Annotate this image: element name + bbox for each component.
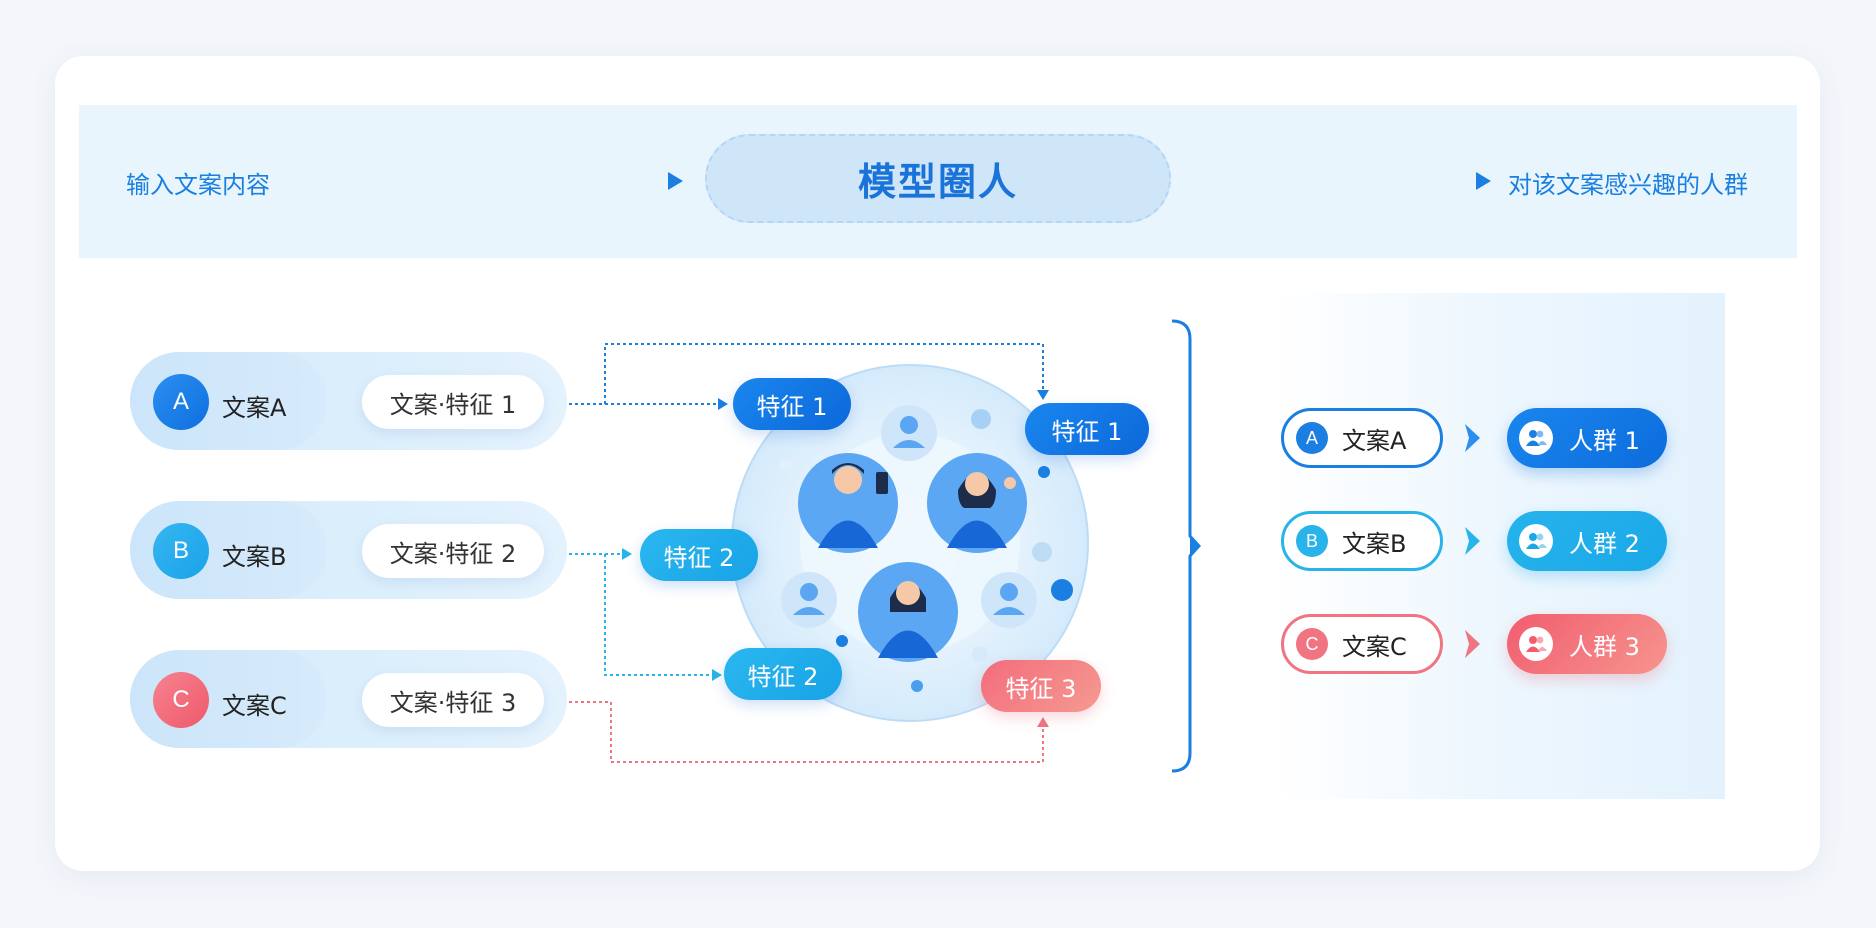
row-c-label: 文案C xyxy=(222,692,287,720)
avatar-small-right xyxy=(981,572,1037,628)
result-c-badge: C xyxy=(1296,628,1328,660)
result-arrow-a xyxy=(1465,424,1480,452)
result-a-crowd-label: 人群 1 xyxy=(1569,426,1640,455)
row-b-label: 文案B xyxy=(222,543,287,571)
result-b-label: 文案B xyxy=(1342,529,1407,558)
row-c-feature: 文案·特征 3 xyxy=(362,673,544,727)
row-c-badge: C xyxy=(153,672,209,728)
dot xyxy=(1051,579,1073,601)
row-a-label: 文案A xyxy=(222,394,287,422)
result-a-crowd: 人群 1 xyxy=(1507,408,1667,468)
person-avatar-3 xyxy=(858,562,958,662)
feature-3-bubble: 特征 3 xyxy=(981,660,1101,712)
result-c-crowd-label: 人群 3 xyxy=(1569,632,1640,661)
result-b-badge: B xyxy=(1296,525,1328,557)
feature-1-bubble-left: 特征 1 xyxy=(733,378,851,430)
output-label: 对该文案感兴趣的人群 xyxy=(1508,171,1748,199)
group-icon xyxy=(1519,627,1553,661)
dot xyxy=(780,459,792,471)
result-a-badge: A xyxy=(1296,422,1328,454)
result-b-crowd: 人群 2 xyxy=(1507,511,1667,571)
result-b-crowd-label: 人群 2 xyxy=(1569,529,1640,558)
model-label: 模型圈人 xyxy=(705,134,1171,223)
result-c-crowd: 人群 3 xyxy=(1507,614,1667,674)
person-avatar-1 xyxy=(798,453,898,553)
input-label: 输入文案内容 xyxy=(126,171,270,199)
dot xyxy=(911,680,923,692)
row-a-feature: 文案·特征 1 xyxy=(362,375,544,429)
group-icon xyxy=(1519,421,1553,455)
dot xyxy=(1038,466,1050,478)
row-b-badge: B xyxy=(153,523,209,579)
feature-1-bubble-right: 特征 1 xyxy=(1025,403,1149,455)
result-arrow-b xyxy=(1465,527,1480,555)
group-icon xyxy=(1519,524,1553,558)
result-b-copy: B 文案B xyxy=(1281,511,1443,571)
dot xyxy=(1032,542,1052,562)
avatar-small-top xyxy=(881,405,937,461)
row-a-badge: A xyxy=(153,374,209,430)
result-arrow-c xyxy=(1465,630,1480,658)
output-arrow-head xyxy=(1476,172,1491,190)
result-a-label: 文案A xyxy=(1342,426,1407,455)
person-avatar-2 xyxy=(927,453,1027,553)
result-a-copy: A 文案A xyxy=(1281,408,1443,468)
dot xyxy=(972,646,988,662)
result-c-copy: C 文案C xyxy=(1281,614,1443,674)
feature-2-bubble-left: 特征 2 xyxy=(640,529,758,581)
input-arrow-head xyxy=(668,172,683,190)
dot xyxy=(971,409,991,429)
row-b-feature: 文案·特征 2 xyxy=(362,524,544,578)
avatar-small-left xyxy=(781,572,837,628)
result-c-label: 文案C xyxy=(1342,632,1407,661)
dot xyxy=(836,635,848,647)
feature-2-bubble-bottom: 特征 2 xyxy=(724,648,842,700)
